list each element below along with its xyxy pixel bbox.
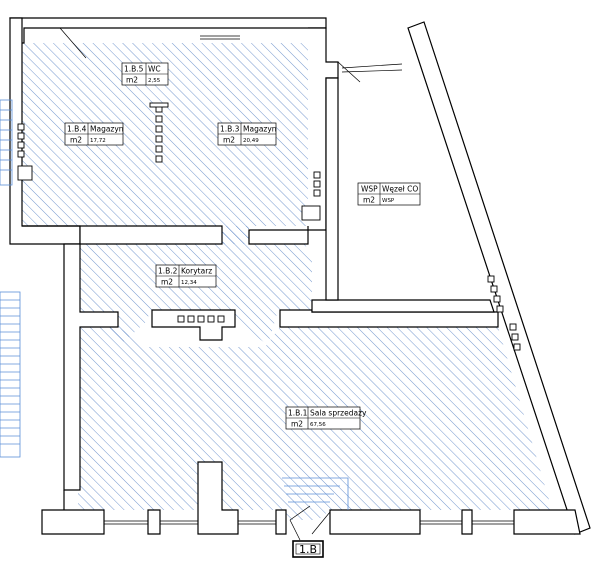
wall-wsp-left <box>325 77 339 301</box>
wall-corridor-left <box>63 243 119 491</box>
room-tag-wsp: WSP Węzeł CO m2 WSP <box>357 182 421 206</box>
door-wc <box>59 27 92 59</box>
wall-bottom-left <box>41 509 105 535</box>
room-area: 2,55 <box>148 78 161 84</box>
door-wsp <box>337 61 361 83</box>
room-tag-1b5: 1.B.5 WC m2 2,55 <box>121 62 169 86</box>
room-area: 67,56 <box>310 422 326 428</box>
room-area: WSP <box>382 198 395 204</box>
room-tag-1b2: 1.B.2 Korytarz m2 12,34 <box>155 264 217 288</box>
room-tag-1b4: 1.B.4 Magazyn m2 17,72 <box>64 122 124 146</box>
room-area: 12,34 <box>181 280 197 286</box>
wall-mid-h <box>22 225 223 245</box>
room-fill-storage-upper <box>22 43 308 244</box>
entrance-steps <box>282 477 349 510</box>
wall-pillar-3 <box>275 509 287 535</box>
wall-wsp-bottom <box>311 299 495 313</box>
wall-pillar-4 <box>461 509 473 535</box>
walls <box>9 17 591 535</box>
wall-wsp-diagonal <box>407 21 591 535</box>
door-entrance <box>289 505 331 541</box>
room-unit: m2 <box>161 278 173 287</box>
room-code: 1.B.2 <box>158 267 178 276</box>
entrance-label: 1.B <box>299 543 317 556</box>
room-unit: m2 <box>70 136 82 145</box>
room-code: 1.B.3 <box>220 125 240 134</box>
wall-bottom-right <box>513 509 581 535</box>
room-code: 1.B.5 <box>124 65 144 74</box>
room-tag-1b3: 1.B.3 Magazyn m2 20,49 <box>217 122 277 146</box>
room-code: WSP <box>361 185 378 194</box>
room-name: Węzeł CO <box>382 185 418 194</box>
stair-left <box>0 99 21 458</box>
room-unit: m2 <box>363 196 375 205</box>
room-tag-1b1: 1.B.1 Sala sprzedaży m2 67,56 <box>285 406 367 430</box>
wall-corridor-center <box>151 309 236 341</box>
room-name: WC <box>148 65 161 74</box>
windows <box>104 35 514 525</box>
room-area: 20,49 <box>243 138 259 144</box>
wall-bottom-mid <box>329 509 421 535</box>
wall-top <box>9 17 327 44</box>
room-code: 1.B.1 <box>288 409 308 418</box>
room-name: Korytarz <box>181 267 212 276</box>
entrance-tag: 1.B <box>292 540 324 558</box>
doors <box>59 27 361 541</box>
room-area: 17,72 <box>90 138 106 144</box>
room-code: 1.B.4 <box>67 125 87 134</box>
wall-pillar-2 <box>197 461 239 535</box>
room-unit: m2 <box>126 76 138 85</box>
wall-pillar-1 <box>147 509 161 535</box>
vent-blocks <box>17 102 521 351</box>
room-unit: m2 <box>223 136 235 145</box>
room-unit: m2 <box>291 420 303 429</box>
room-name: Sala sprzedaży <box>310 409 367 418</box>
room-fills <box>22 43 552 520</box>
room-name: Magazyn <box>90 125 124 134</box>
room-name: Magazyn <box>243 125 277 134</box>
